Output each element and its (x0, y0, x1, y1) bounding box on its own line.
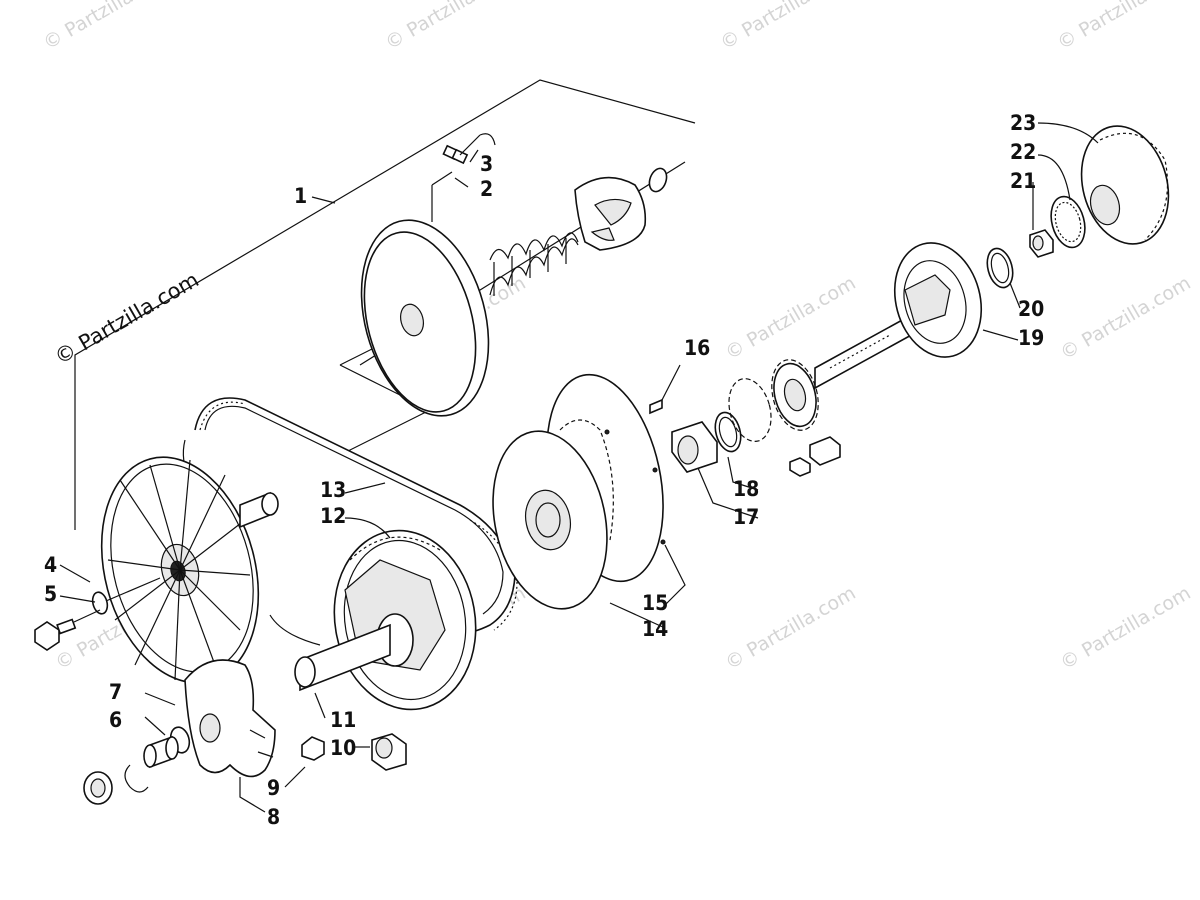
callout-13: 13 (320, 478, 346, 502)
callout-12: 12 (320, 504, 346, 528)
callout-9: 9 (267, 776, 280, 800)
callout-17: 17 (733, 505, 759, 529)
watermark-tile: © Partzilla.com (1057, 582, 1195, 674)
washer (91, 591, 109, 615)
watermark-tile: © Partzilla.com (717, 0, 855, 54)
lock-nut (83, 771, 113, 805)
callout-20: 20 (1018, 297, 1044, 321)
small-bolt (442, 133, 496, 165)
callout-21: 21 (1010, 169, 1036, 193)
retaining-ring (124, 764, 149, 793)
spider-cover (574, 176, 647, 251)
centrifugal-clutch (1080, 125, 1170, 245)
callout-4: 4 (44, 553, 57, 577)
slider-clip (301, 736, 325, 761)
watermark-tile: © Partzilla.com (382, 0, 520, 54)
callout-16: 16 (684, 336, 710, 360)
callout-8: 8 (267, 805, 280, 829)
callout-10: 10 (330, 736, 356, 760)
clutch-spring (489, 232, 579, 296)
callout-labels: 1 2 3 4 5 6 7 8 9 10 11 12 13 14 15 16 1… (44, 111, 1044, 829)
watermark-tile: © Partzilla.com (1054, 0, 1192, 54)
callout-1: 1 (294, 184, 307, 208)
callout-18: 18 (733, 477, 759, 501)
o-ring (714, 411, 742, 453)
clutch-shaft (294, 623, 391, 692)
callout-3: 3 (480, 152, 493, 176)
callout-15: 15 (642, 591, 668, 615)
spacer-collar (671, 421, 718, 473)
roller-bearing (1050, 195, 1086, 249)
seal-ring (986, 247, 1014, 289)
drive-sheave (360, 219, 490, 417)
watermark-tile: © Partzilla.com (722, 272, 860, 364)
snap-ring (648, 167, 668, 193)
set-screw (649, 398, 663, 415)
ball-bearing (728, 359, 819, 442)
callout-23: 23 (1010, 111, 1036, 135)
bolt-assembly (789, 436, 841, 477)
hex-bolt (34, 618, 77, 651)
callout-14: 14 (642, 617, 668, 641)
roller (371, 733, 407, 771)
movable-sheave (184, 659, 276, 778)
one-way-clutch (492, 373, 666, 610)
collar (143, 735, 179, 769)
callout-19: 19 (1018, 326, 1044, 350)
driven-sheave (100, 456, 260, 684)
callout-5: 5 (44, 582, 57, 606)
callout-6: 6 (109, 708, 122, 732)
watermark-tile: © Partzilla.com (40, 0, 178, 54)
callout-22: 22 (1010, 140, 1036, 164)
callout-11: 11 (330, 708, 356, 732)
callout-2: 2 (480, 177, 493, 201)
callout-7: 7 (109, 680, 122, 704)
leader-lines (59, 122, 1099, 813)
driven-shaft (239, 491, 279, 529)
bushing (1029, 229, 1054, 258)
output-shaft (814, 242, 983, 390)
partzilla-watermark: © Partzilla.com (51, 268, 203, 370)
watermark-tile: © Partzilla.com (1057, 272, 1195, 364)
watermark-tile: © Partzilla.com (722, 582, 860, 674)
